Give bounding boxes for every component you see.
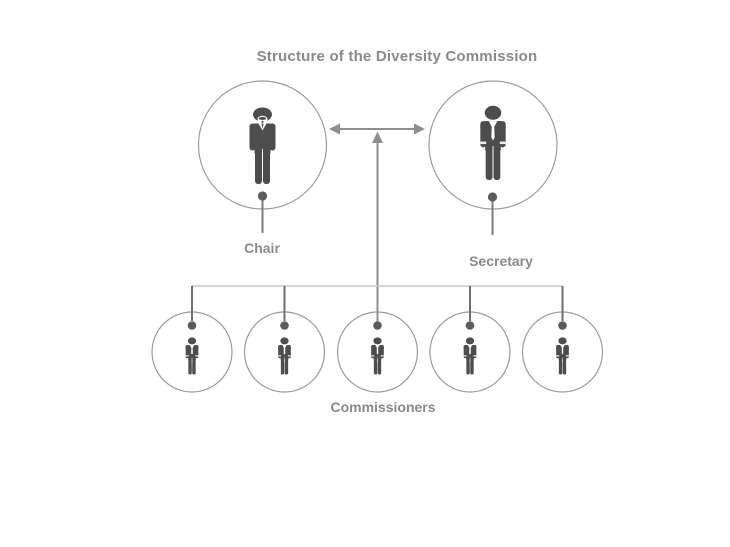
commissioner-dot-1 [187, 321, 197, 330]
secretary-label-connector [487, 192, 498, 235]
commissioner-dot-5 [558, 321, 567, 330]
chair-label-connector [257, 191, 268, 233]
right-arrowhead-icon [414, 123, 425, 135]
commissioner-dot-3 [373, 321, 382, 330]
commissioners-label: Commissioners [330, 399, 436, 415]
commissioner-dot-4 [465, 321, 475, 330]
chair-dot [257, 191, 268, 201]
commissioner-drop-lines [191, 286, 564, 321]
secretary-label: Secretary [469, 253, 533, 269]
chair-secretary-double-arrow-icon [329, 123, 425, 135]
commissioners-up-arrow-icon [372, 131, 383, 322]
left-arrowhead-icon [329, 123, 340, 135]
commissioner-dots [187, 321, 567, 330]
commissioner-dot-2 [280, 321, 289, 330]
diagram-title: Structure of the Diversity Commission [256, 48, 538, 65]
secretary-dot [487, 192, 498, 202]
chair-label: Chair [244, 240, 280, 256]
up-arrowhead-icon [372, 131, 383, 143]
